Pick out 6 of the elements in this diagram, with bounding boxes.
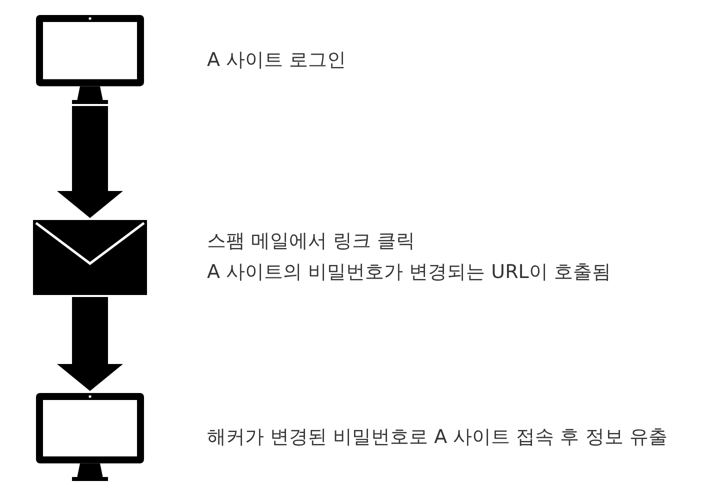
- down-arrow: [57, 297, 123, 391]
- step-caption: 해커가 변경된 비밀번호로 A 사이트 접속 후 정보 유출: [207, 425, 668, 449]
- step-caption: 스팸 메일에서 링크 클릭: [207, 229, 416, 253]
- step-caption: A 사이트의 비밀번호가 변경되는 URL이 호출됨: [207, 260, 611, 284]
- step-caption: A 사이트 로그인: [207, 48, 346, 72]
- down-arrow: [57, 106, 123, 218]
